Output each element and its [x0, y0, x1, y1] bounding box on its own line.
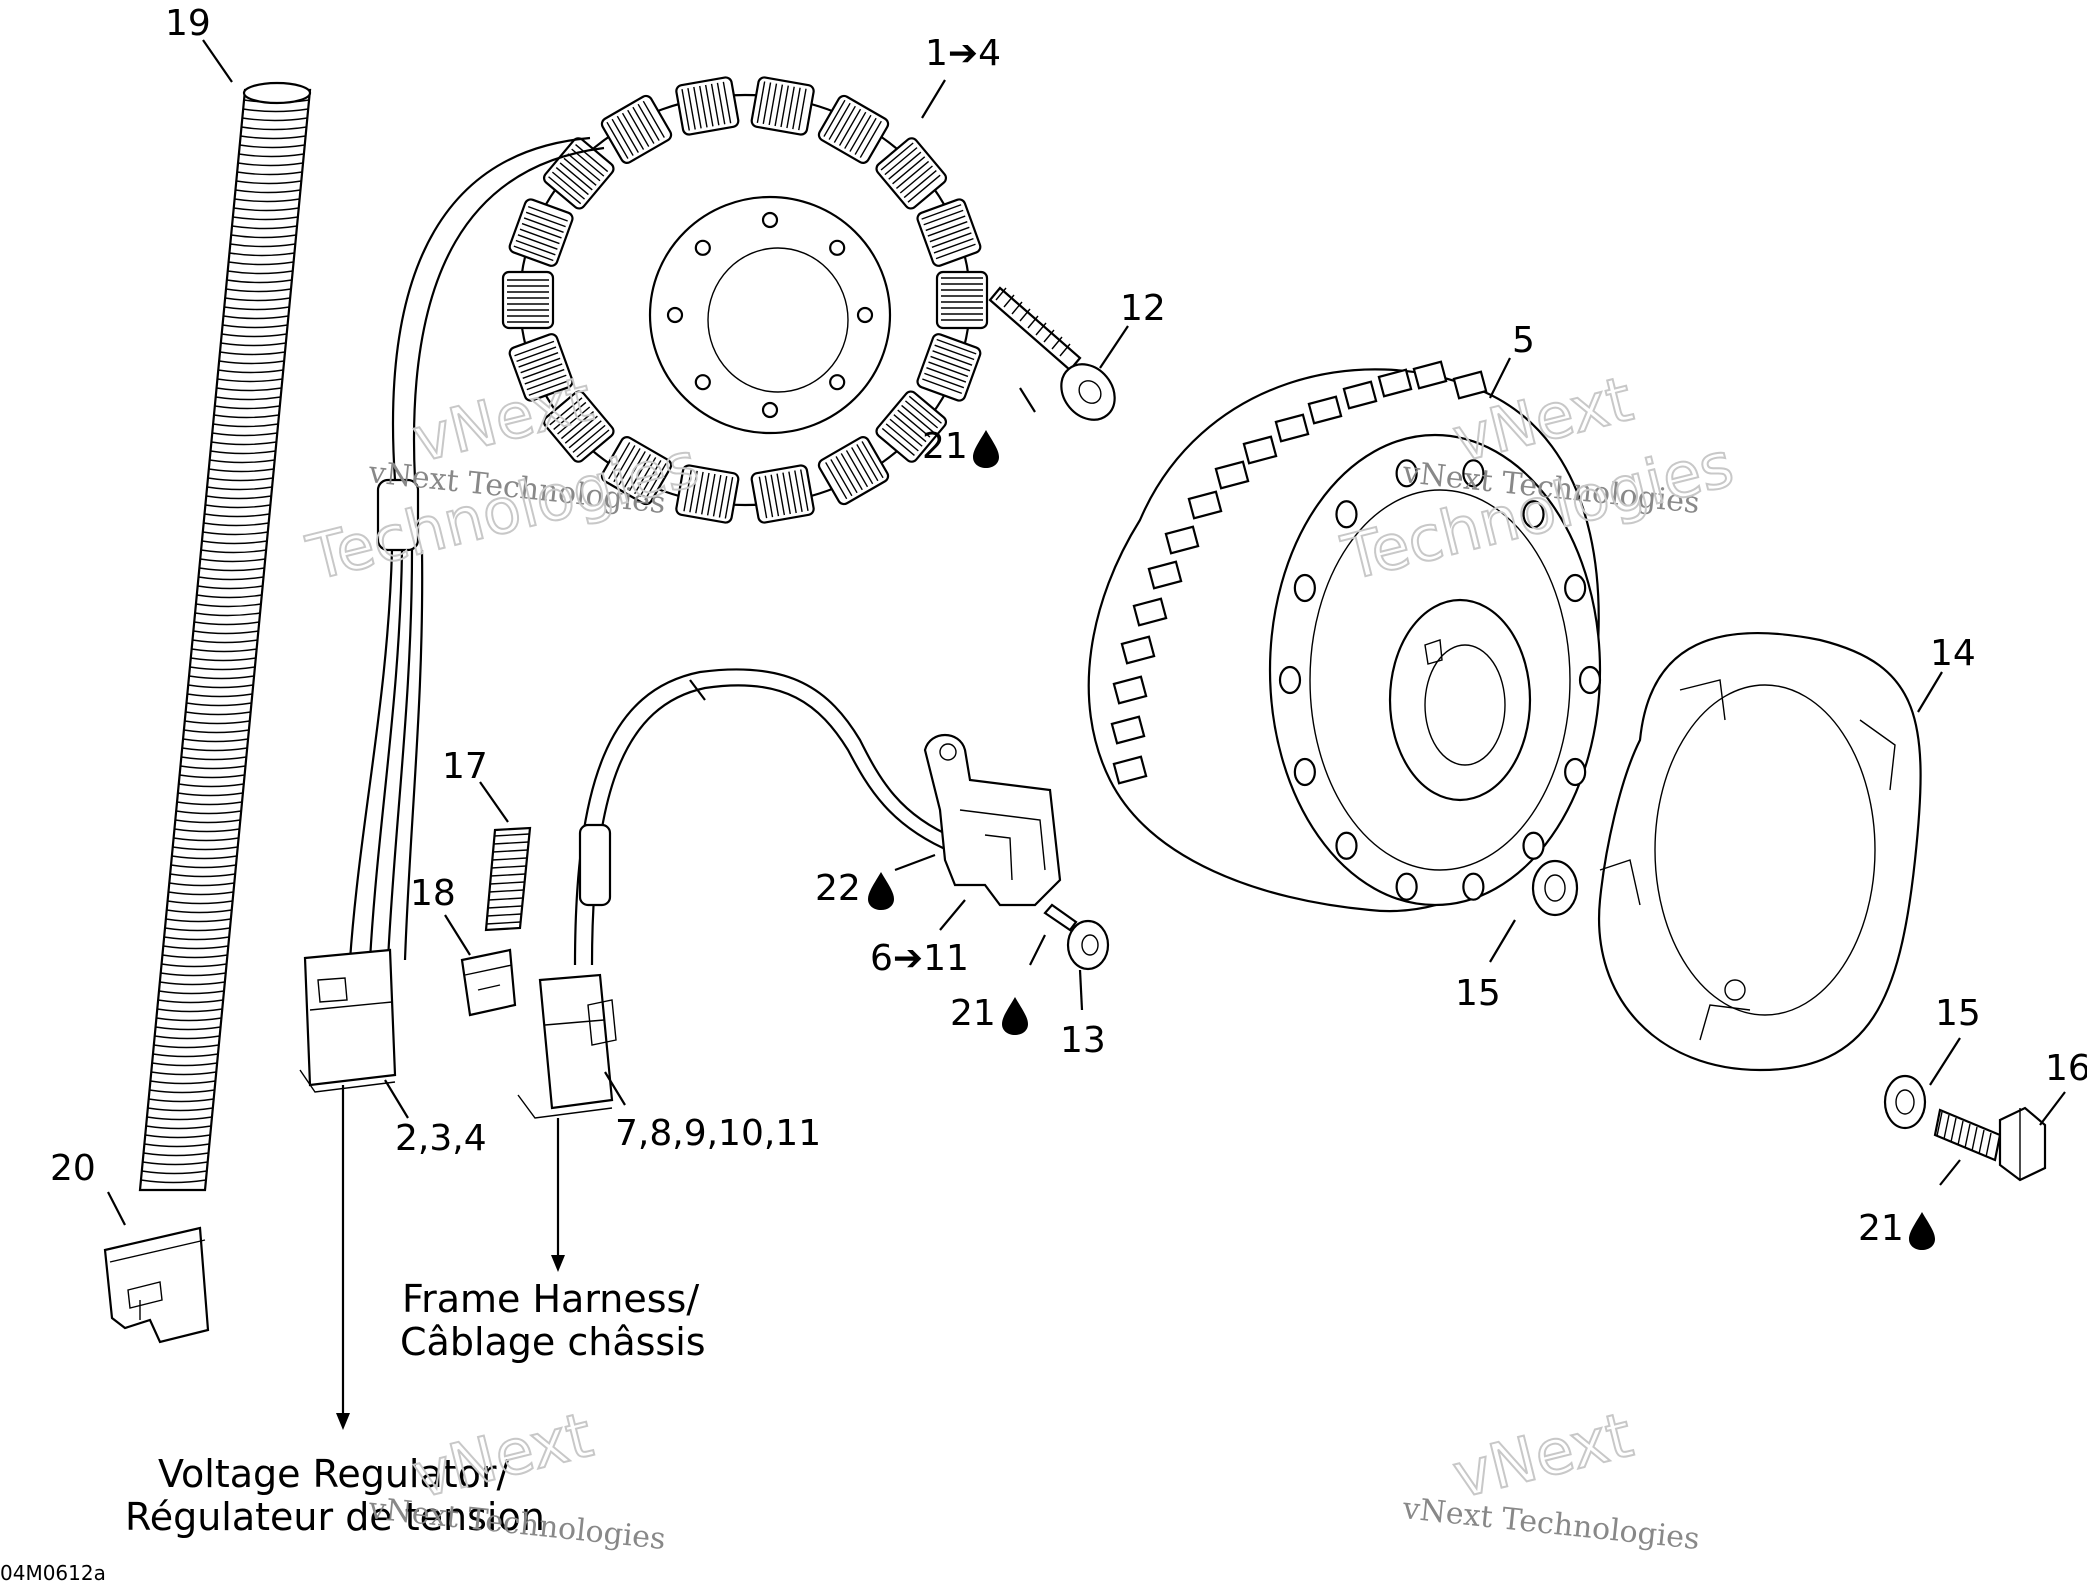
drop-icon [868, 872, 894, 910]
label-7-11: 7,8,9,10,11 [615, 1113, 821, 1154]
label-18: 18 [410, 873, 456, 914]
label-13: 13 [1060, 1020, 1106, 1061]
label-2-3-4: 2,3,4 [395, 1118, 487, 1159]
drop-icon [1002, 997, 1028, 1035]
conduit-tube-part [138, 81, 312, 1192]
label-21-c: 21 [1858, 1208, 1904, 1249]
label-1-4: 1➔4 [925, 33, 1001, 74]
sleeve-part [484, 826, 532, 932]
stator-connector-part [299, 948, 397, 1093]
caption-frame-harness-fr: Câblage châssis [400, 1320, 706, 1364]
label-15-b: 15 [1935, 993, 1981, 1034]
ring-gear-part [1597, 631, 1922, 1072]
trigger-connector-part [517, 973, 617, 1119]
bolt-16-part [1933, 1106, 2047, 1182]
caption-frame-harness-en: Frame Harness/ [402, 1277, 699, 1321]
screw-13-part [1043, 903, 1110, 971]
washer-15b-part [1883, 1074, 1927, 1130]
label-17: 17 [442, 746, 488, 787]
label-21-b: 21 [950, 993, 996, 1034]
label-14: 14 [1930, 633, 1976, 674]
small-clip-part [460, 948, 517, 1017]
watermark-small-4: vNext Technologies [1400, 1491, 1701, 1557]
watermark: vNext Technologies vNext Technologies vN… [299, 361, 1741, 1557]
stator-part [501, 76, 989, 524]
watermark-line1-4: vNext [1446, 1398, 1639, 1513]
leader-lines [107, 39, 2066, 1226]
label-20: 20 [50, 1148, 96, 1189]
label-21-a: 21 [922, 426, 968, 467]
label-6-11: 6➔11 [870, 938, 969, 979]
caption-voltage-regulator-fr: Régulateur de tension [125, 1495, 545, 1539]
trigger-coil-wire [573, 668, 956, 966]
label-12: 12 [1120, 288, 1166, 329]
label-22: 22 [815, 868, 861, 909]
tube-clamp-part [103, 1226, 210, 1344]
label-16: 16 [2045, 1048, 2087, 1089]
drawing-code: 04M0612a [0, 1561, 106, 1583]
label-5: 5 [1512, 320, 1535, 361]
label-19: 19 [165, 3, 211, 44]
drop-icon [1909, 1212, 1935, 1250]
stator-wire [348, 136, 605, 961]
harness-arrow [551, 1118, 565, 1272]
regulator-arrow [336, 1085, 350, 1430]
screw-12-part [988, 286, 1116, 421]
washer-15a-part [1531, 859, 1579, 917]
drop-icon [973, 430, 999, 468]
caption-voltage-regulator-en: Voltage Regulator/ [158, 1452, 510, 1496]
flywheel-part [1087, 360, 1602, 913]
label-15-a: 15 [1455, 973, 1501, 1014]
trigger-coil-part [923, 734, 1062, 907]
